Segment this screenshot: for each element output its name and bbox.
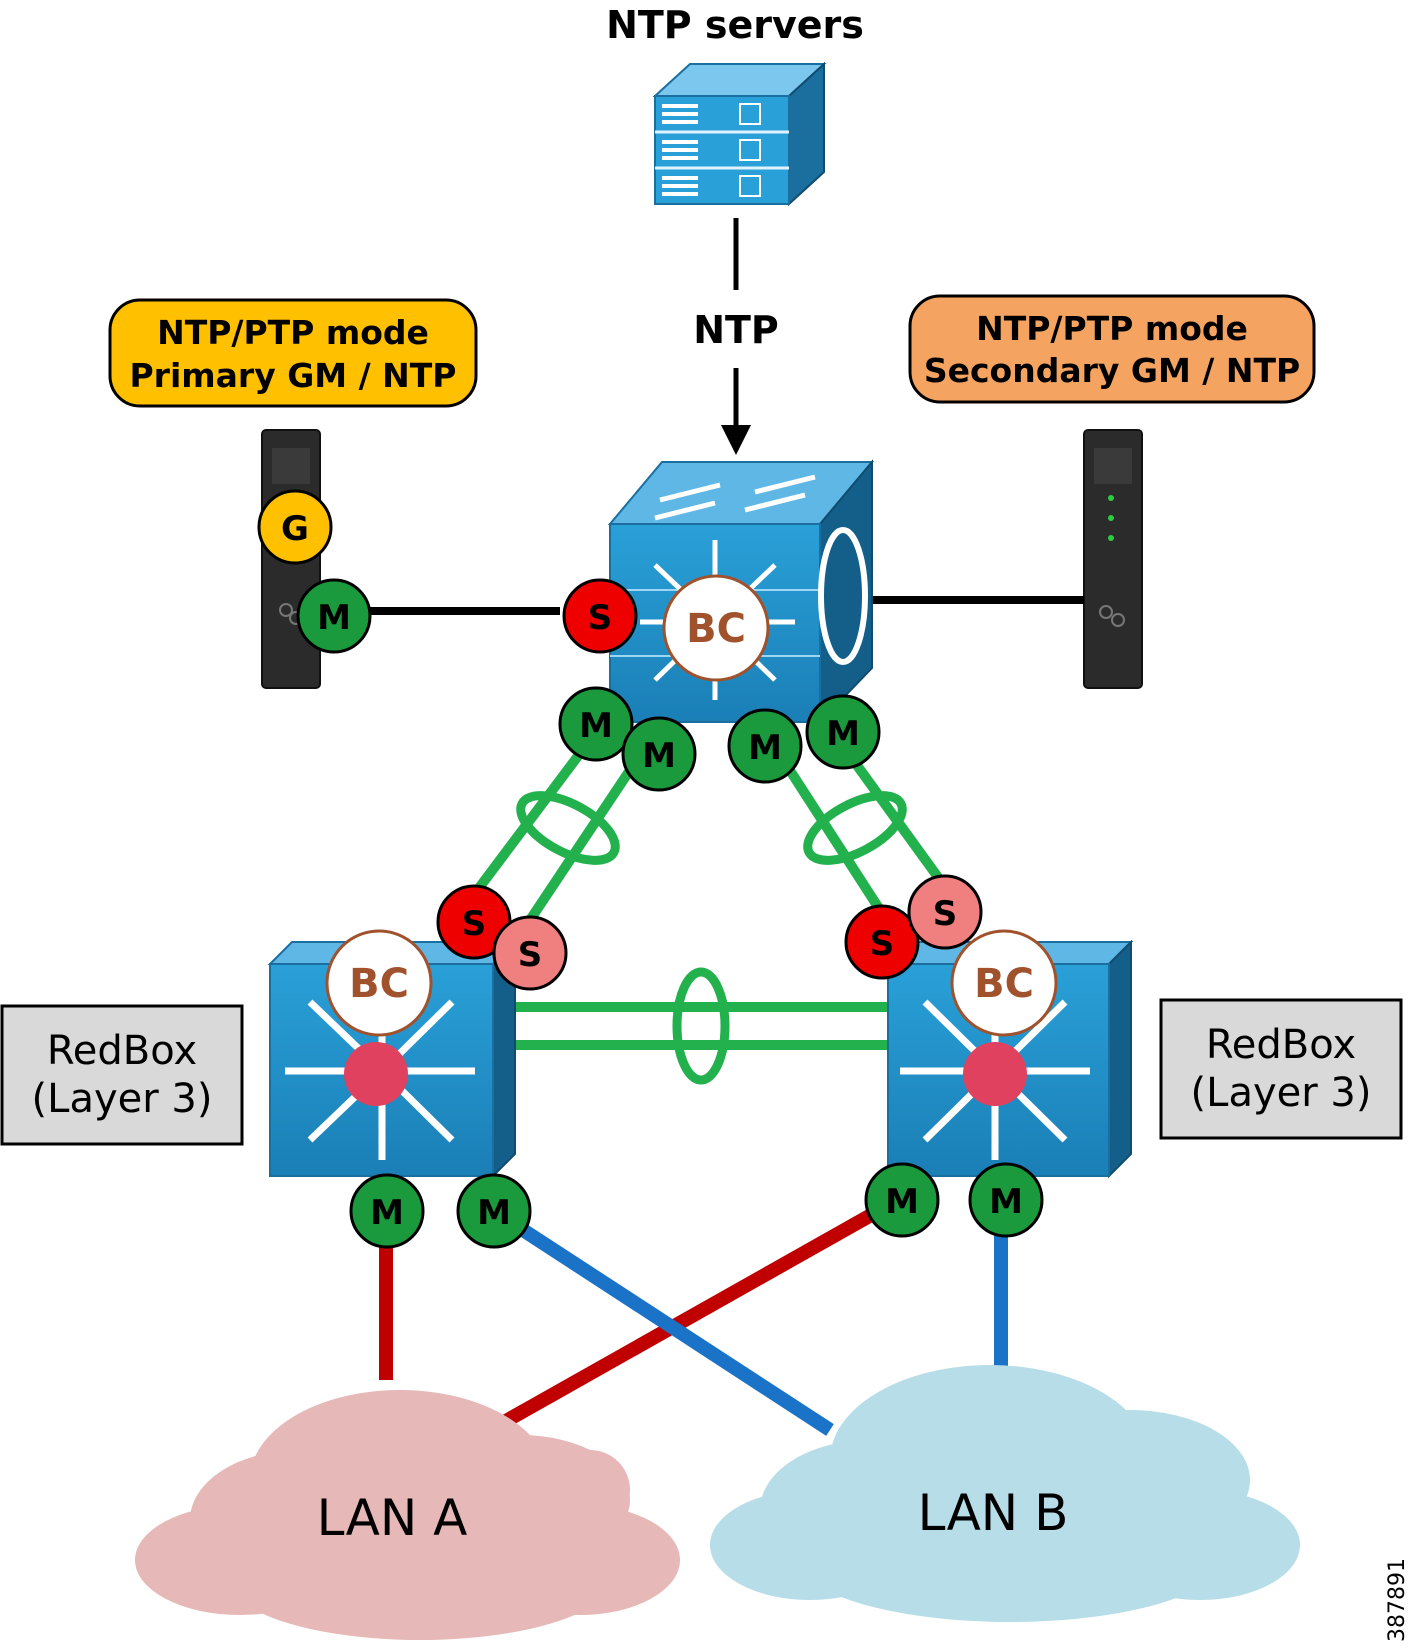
- primary-mode-line2: Primary GM / NTP: [130, 356, 457, 395]
- redbox-right-line2: (Layer 3): [1191, 1070, 1372, 1116]
- secondary-mode-box: NTP/PTP mode Secondary GM / NTP: [908, 294, 1316, 404]
- svg-text:BC: BC: [974, 961, 1034, 1007]
- svg-text:M: M: [885, 1182, 919, 1222]
- green-links: [466, 732, 945, 1085]
- svg-text:M: M: [370, 1193, 404, 1233]
- master-port-badge: M: [805, 694, 881, 770]
- boundary-clock-badge: BC: [950, 929, 1058, 1037]
- redbox-right-label: RedBox (Layer 3): [1159, 998, 1403, 1140]
- svg-text:M: M: [642, 736, 676, 776]
- boundary-clock-badge: BC: [662, 574, 770, 682]
- primary-mode-line1: NTP/PTP mode: [157, 313, 429, 352]
- redbox-left-label: RedBox (Layer 3): [0, 1004, 244, 1146]
- svg-text:M: M: [826, 714, 860, 754]
- svg-text:S: S: [588, 598, 613, 638]
- ntp-server-icon: [652, 61, 827, 207]
- svg-text:M: M: [579, 706, 613, 746]
- redbox-left-line1: RedBox: [47, 1028, 197, 1074]
- slave-port-badge-light: S: [492, 915, 568, 991]
- svg-text:G: G: [281, 509, 309, 549]
- secondary-time-sync-device: [1083, 429, 1143, 689]
- svg-text:M: M: [477, 1193, 511, 1233]
- lan-b-label: LAN B: [918, 1484, 1069, 1542]
- diagram-title: NTP servers: [606, 3, 864, 47]
- master-port-badge: M: [296, 578, 372, 654]
- grandmaster-port-badge: G: [257, 489, 333, 565]
- redbox-right-line1: RedBox: [1206, 1022, 1356, 1068]
- svg-text:M: M: [748, 728, 782, 768]
- master-port-badge: M: [349, 1173, 425, 1249]
- lan-a-cloud: [135, 1390, 680, 1640]
- svg-text:BC: BC: [349, 961, 409, 1007]
- master-port-badge: M: [456, 1173, 532, 1249]
- slave-port-badge: S: [562, 578, 638, 654]
- master-port-badge: M: [864, 1162, 940, 1238]
- lan-b-cloud: [710, 1365, 1300, 1622]
- master-port-badge: M: [968, 1162, 1044, 1238]
- master-port-badge: M: [558, 686, 634, 762]
- svg-text:M: M: [317, 598, 351, 638]
- figure-id: 387891: [1385, 1558, 1410, 1642]
- secondary-mode-line2: Secondary GM / NTP: [924, 351, 1300, 390]
- redbox-left-line2: (Layer 3): [32, 1076, 213, 1122]
- svg-text:M: M: [989, 1182, 1023, 1222]
- svg-text:S: S: [518, 935, 543, 975]
- slave-port-badge-light: S: [907, 874, 983, 950]
- ntp-link-label: NTP: [693, 308, 779, 352]
- primary-mode-box: NTP/PTP mode Primary GM / NTP: [108, 298, 478, 408]
- lan-links: [379, 1203, 1008, 1437]
- svg-text:BC: BC: [686, 606, 746, 652]
- svg-text:S: S: [870, 924, 895, 964]
- master-port-badge: M: [727, 708, 803, 784]
- svg-text:S: S: [462, 904, 487, 944]
- core-switch-icon: [607, 459, 875, 725]
- master-port-badge: M: [621, 716, 697, 792]
- svg-text:S: S: [933, 894, 958, 934]
- secondary-mode-line1: NTP/PTP mode: [976, 309, 1248, 348]
- slave-port-badge: S: [844, 904, 920, 980]
- boundary-clock-badge: BC: [325, 929, 433, 1037]
- lan-a-label: LAN A: [317, 1489, 468, 1547]
